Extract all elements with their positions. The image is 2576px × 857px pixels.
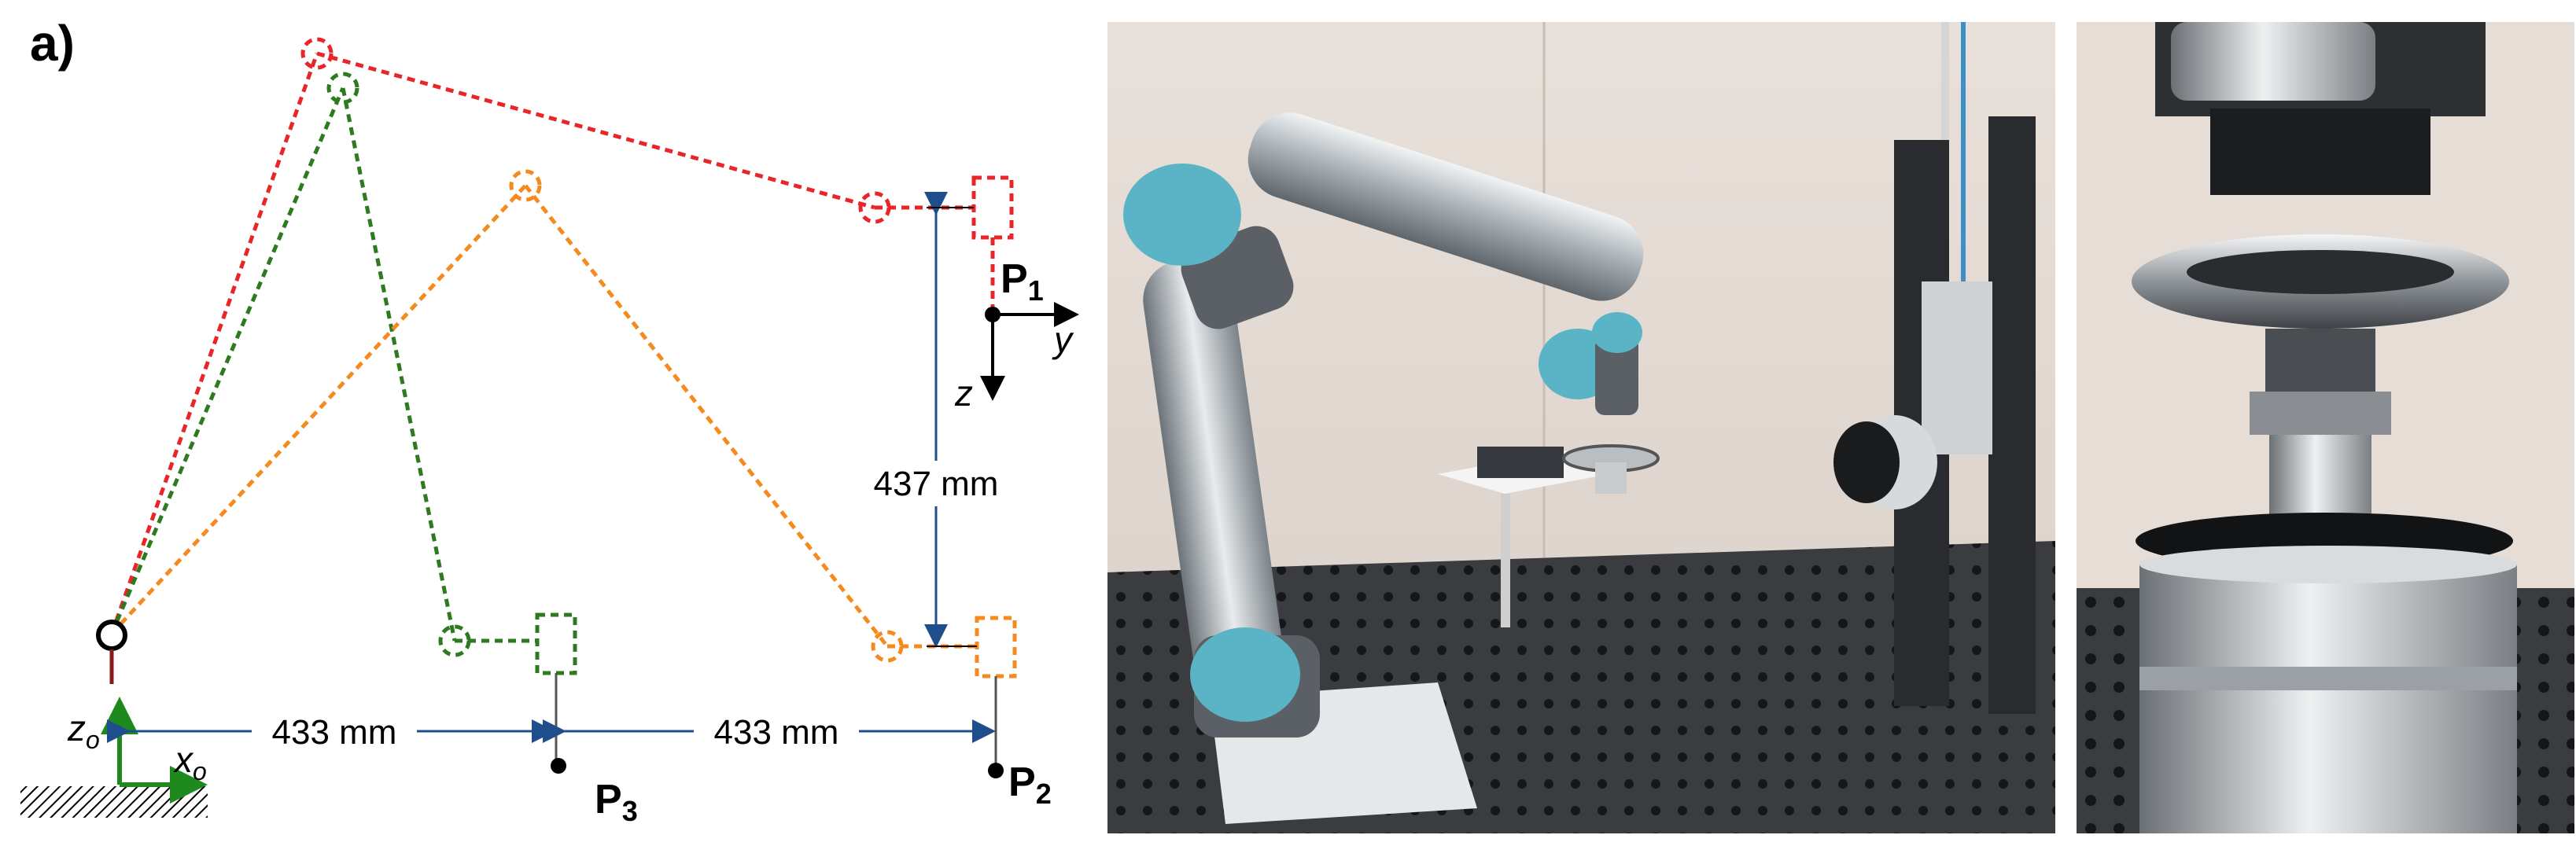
- origin-x-label: xo: [173, 739, 207, 785]
- config-green: [109, 72, 577, 675]
- config-orange: [110, 169, 1017, 679]
- ground-hatch: [20, 786, 208, 818]
- config-red: [109, 37, 1014, 634]
- p3-label: P3: [595, 777, 638, 827]
- p1-label: P1: [1001, 256, 1044, 307]
- robot-photo: [1107, 22, 2055, 833]
- origin-z-label: zo: [67, 708, 100, 754]
- closeup-photo: [2077, 22, 2574, 833]
- point-p2: [988, 763, 1004, 778]
- dim-left-label: 433 mm: [272, 713, 397, 752]
- dim-vertical-label: 437 mm: [874, 465, 999, 503]
- p2-label: P2: [1008, 760, 1052, 810]
- base-joint: [96, 620, 127, 651]
- dim-right-label: 433 mm: [714, 713, 839, 752]
- point-p3: [551, 758, 566, 774]
- p1-z-label: z: [954, 373, 973, 414]
- p1-y-label: y: [1052, 319, 1074, 360]
- panel-label-a: a): [30, 15, 75, 72]
- kinematic-diagram: zo xo 433 mm 433 mm 437 mm y z P1 P2 P3: [20, 37, 1079, 827]
